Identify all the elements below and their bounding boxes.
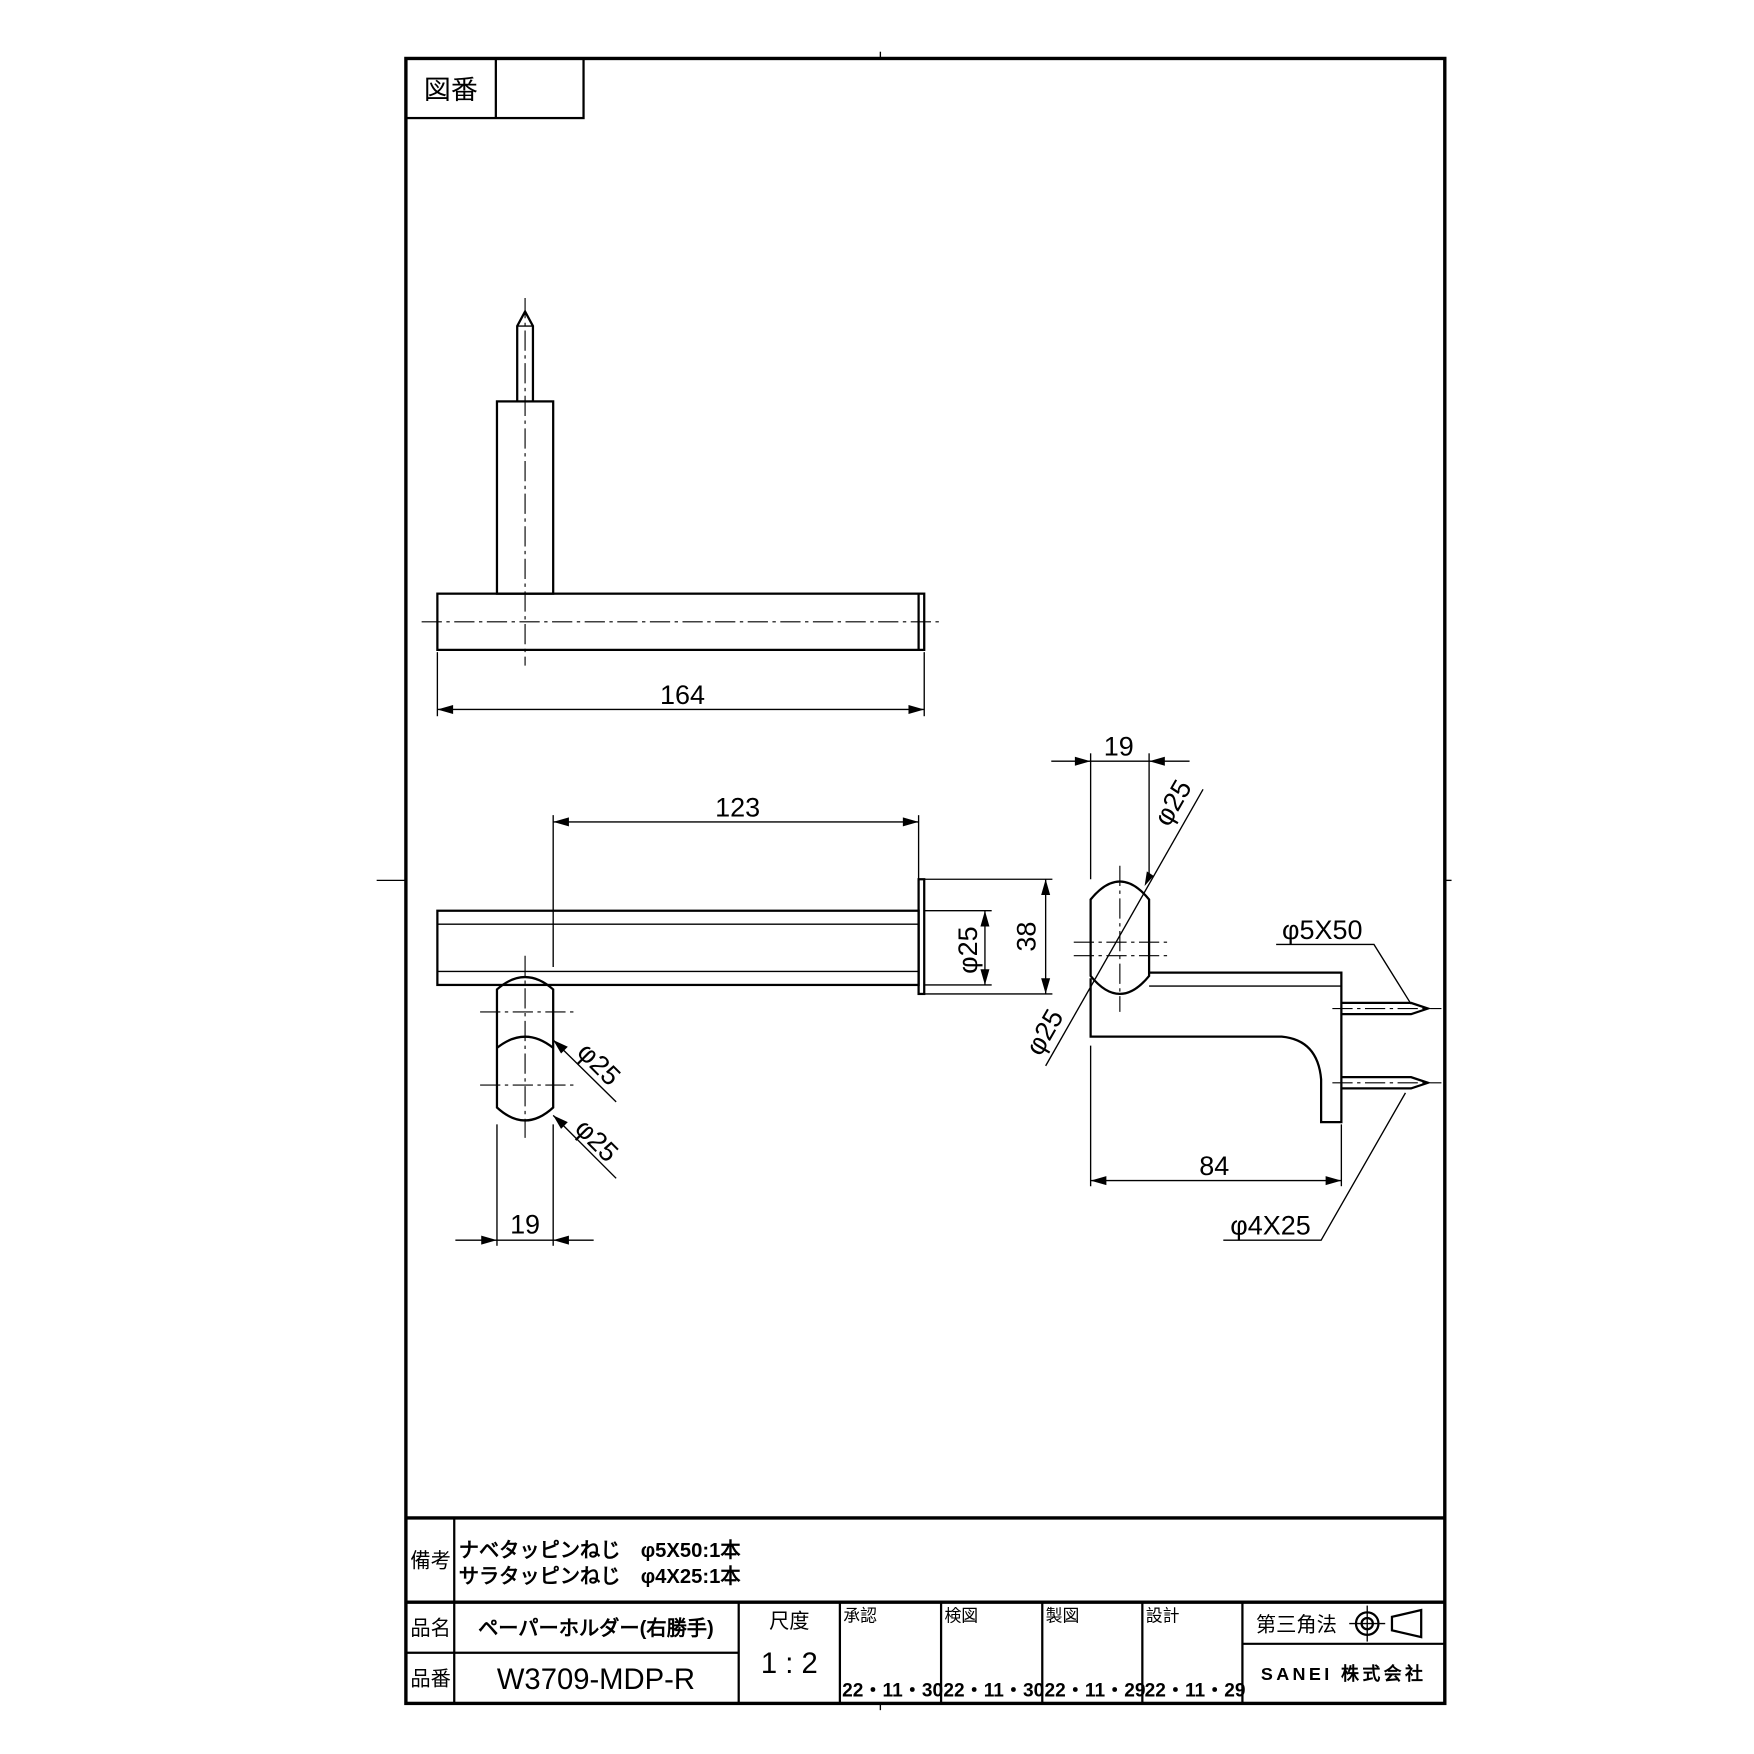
side-view: 19 φ25 φ25 φ5X50 84 φ4X25 — [1020, 732, 1442, 1241]
drafting-date: 22・11・29 — [1045, 1681, 1146, 1702]
center-marks — [376, 51, 1452, 1711]
front-view: 123 φ25 38 φ25 φ25 19 — [436, 792, 1053, 1246]
drawing-number-box: 図番 — [404, 57, 585, 120]
dim-rosette-width: 19 — [510, 1209, 540, 1239]
product-number: W3709-MDP-R — [497, 1664, 695, 1696]
dim-front-length: 123 — [715, 792, 760, 822]
dim-screw-2: φ4X25 — [1230, 1211, 1310, 1241]
third-angle-projection-icon — [1349, 1605, 1423, 1642]
dim-front-height: 38 — [1012, 922, 1042, 952]
scale-label: 尺度 — [769, 1610, 809, 1633]
approval-label: 承認 — [843, 1606, 877, 1625]
number-label: 品番 — [410, 1667, 450, 1690]
check-label: 検図 — [944, 1606, 978, 1625]
drafting-label: 製図 — [1046, 1606, 1080, 1625]
drawing-number-label: 図番 — [424, 75, 478, 105]
dim-front-dia: φ25 — [953, 926, 983, 974]
title-block: 備考 ナベタッピンねじ φ5X50:1本 サラタッピンねじ φ4X25:1本 品… — [405, 1516, 1445, 1704]
dim-top-length: 164 — [660, 680, 705, 710]
scale-value: 1 : 2 — [761, 1648, 818, 1680]
product-name: ペーパーホルダー(右勝手) — [478, 1616, 714, 1640]
dim-screw-1: φ5X50 — [1282, 915, 1362, 945]
dim-rosette-dia-1: φ25 — [572, 1037, 627, 1092]
remarks-line-2: サラタッピンねじ φ4X25:1本 — [459, 1565, 742, 1588]
top-view: 164 — [421, 297, 940, 717]
check-date: 22・11・30 — [943, 1681, 1044, 1702]
dim-side-dia-bottom: φ25 — [1020, 1004, 1070, 1060]
design-date: 22・11・29 — [1145, 1681, 1246, 1702]
company-name: SANEI 株式会社 — [1261, 1663, 1427, 1684]
projection-label: 第三角法 — [1256, 1613, 1337, 1636]
dim-depth: 84 — [1199, 1151, 1229, 1181]
dim-rosette-dia-2: φ25 — [569, 1113, 624, 1168]
dim-side-dia-top: φ25 — [1148, 775, 1198, 831]
approval-date: 22・11・30 — [842, 1681, 943, 1702]
name-label: 品名 — [410, 1617, 450, 1640]
remarks-label: 備考 — [410, 1549, 450, 1572]
design-label: 設計 — [1146, 1606, 1180, 1625]
remarks-line-1: ナベタッピンねじ φ5X50:1本 — [459, 1539, 742, 1562]
dim-side-width: 19 — [1104, 732, 1134, 762]
